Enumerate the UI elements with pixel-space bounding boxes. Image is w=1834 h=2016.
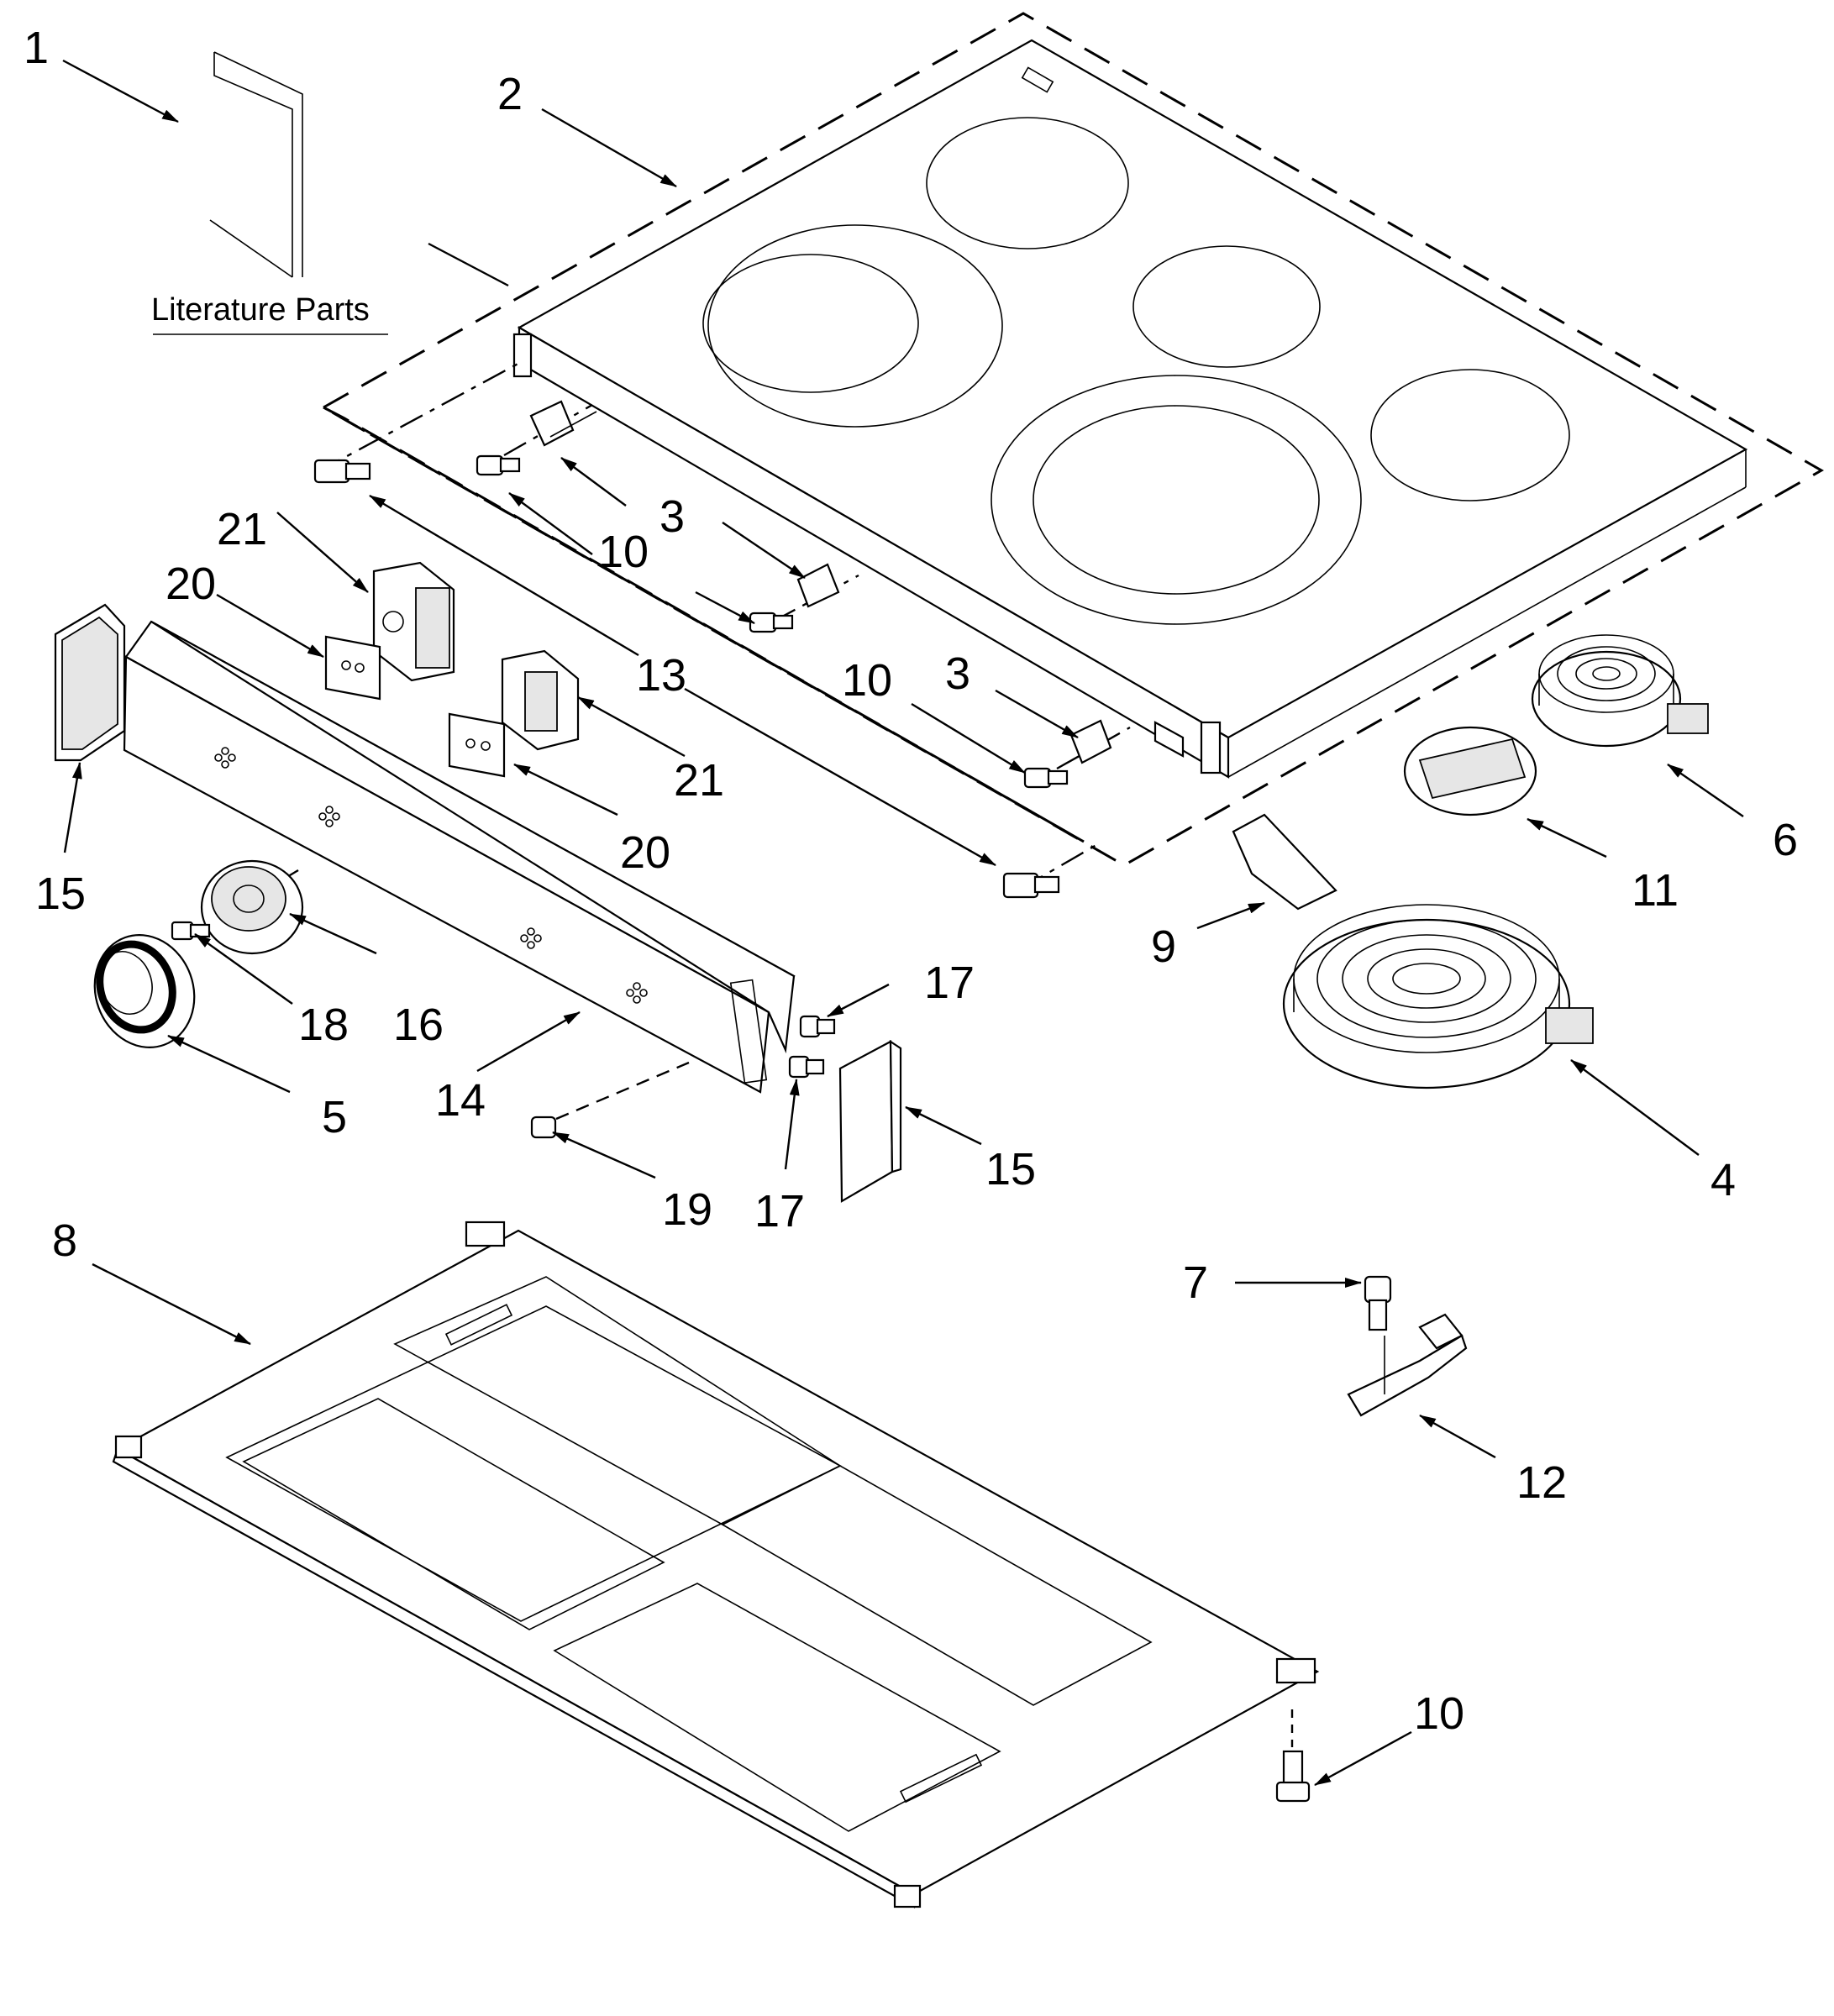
callout-10-middle: 10 [842, 655, 893, 706]
screw-front-left [313, 459, 371, 484]
hold-down-clip-middle [796, 563, 840, 608]
element-support-bracket [1232, 813, 1337, 911]
callout-8: 8 [52, 1215, 78, 1266]
end-cap-left [54, 603, 126, 762]
screw-rear-inner [1023, 767, 1069, 789]
knob-bezel [200, 859, 304, 955]
hold-down-clip-rear [1069, 719, 1112, 764]
callout-15-left: 15 [35, 869, 87, 919]
end-cap-screw-upper [799, 1015, 836, 1038]
bezel-screw [171, 921, 211, 941]
callout-13: 13 [636, 650, 687, 701]
callout-3-upper: 3 [660, 491, 686, 542]
callout-10-upper: 10 [598, 527, 649, 577]
hold-down-clip-front [529, 400, 597, 447]
callout-9: 9 [1151, 921, 1177, 972]
radiant-element-small [1531, 634, 1709, 748]
literature-parts-booklet [153, 51, 388, 335]
literature-parts-label: Literature Parts [151, 292, 370, 328]
callout-18: 18 [298, 1000, 349, 1050]
screw-middle [749, 612, 794, 633]
mounting-bracket [1347, 1313, 1468, 1417]
callout-20-lower: 20 [620, 827, 671, 878]
callout-11: 11 [1632, 865, 1679, 916]
radiant-element-large [1282, 904, 1594, 1089]
callout-17-upper: 17 [924, 958, 975, 1008]
screw-front-inner [476, 454, 521, 476]
control-knob [93, 933, 196, 1049]
leader-lines [62, 59, 1744, 1787]
callout-20-upper: 20 [166, 559, 217, 609]
screw-rear-outer [1002, 872, 1060, 899]
callout-21-lower: 21 [674, 755, 725, 806]
cooktop-glass-panel [320, 12, 1825, 867]
callout-19: 19 [662, 1184, 713, 1235]
bracket-screw [1364, 1275, 1392, 1331]
end-cap-screw-lower [788, 1055, 825, 1079]
callout-2: 2 [497, 69, 523, 119]
callout-6: 6 [1773, 815, 1799, 865]
callout-17-lower: 17 [754, 1186, 806, 1236]
infinite-switch-lower [501, 649, 580, 751]
callout-16: 16 [393, 1000, 444, 1050]
burner-box [112, 1221, 1320, 1908]
callout-21-upper: 21 [217, 504, 268, 554]
callout-7: 7 [1183, 1257, 1209, 1308]
callout-12: 12 [1516, 1457, 1568, 1508]
callout-1: 1 [24, 23, 50, 73]
callout-3-lower: 3 [945, 648, 971, 699]
panel-screw [530, 1116, 557, 1139]
burner-box-screw [1275, 1709, 1311, 1803]
infinite-switch-upper [372, 561, 455, 682]
end-cap-right [838, 1039, 902, 1203]
switch-insulator-lower [448, 712, 506, 778]
element-limiter-plate [1403, 726, 1537, 816]
callout-15-right: 15 [985, 1144, 1037, 1194]
callout-5: 5 [322, 1092, 348, 1142]
callout-10-lower: 10 [1414, 1688, 1465, 1739]
callout-4: 4 [1711, 1155, 1737, 1205]
callout-14: 14 [435, 1075, 486, 1126]
switch-insulator-upper [324, 635, 381, 701]
